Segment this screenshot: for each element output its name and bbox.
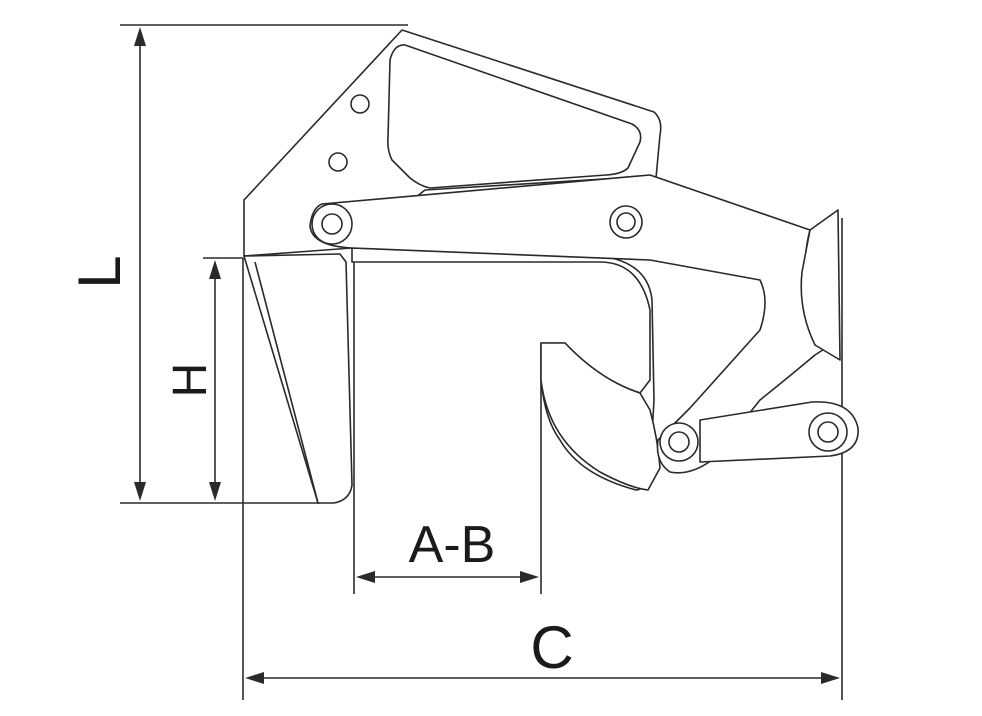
- tail-crescent: [800, 209, 841, 361]
- frame-window: [387, 44, 642, 189]
- dimension-label-l: L: [66, 255, 133, 288]
- extension-lines: [120, 24, 843, 700]
- dimension-label-c: C: [530, 614, 573, 681]
- dimension-a-b: A-B: [356, 516, 539, 583]
- pivot-pin-middle: [609, 205, 643, 239]
- dimension-label-h: H: [164, 363, 217, 398]
- pivot-pin-left: [311, 203, 353, 245]
- fixed-jaw: [243, 253, 353, 504]
- clamp-body: [243, 29, 859, 504]
- dimension-l: L: [66, 27, 146, 501]
- pivot-pin-right: [808, 412, 848, 452]
- pivot-pin-lower: [659, 422, 699, 462]
- dimension-label-a-b: A-B: [409, 516, 496, 574]
- dimension-h: H: [164, 260, 221, 501]
- frame-hole-lower: [328, 152, 348, 172]
- dimension-c: C: [245, 614, 840, 684]
- frame-hole-upper: [350, 94, 370, 114]
- moving-cam-jaw: [540, 342, 661, 491]
